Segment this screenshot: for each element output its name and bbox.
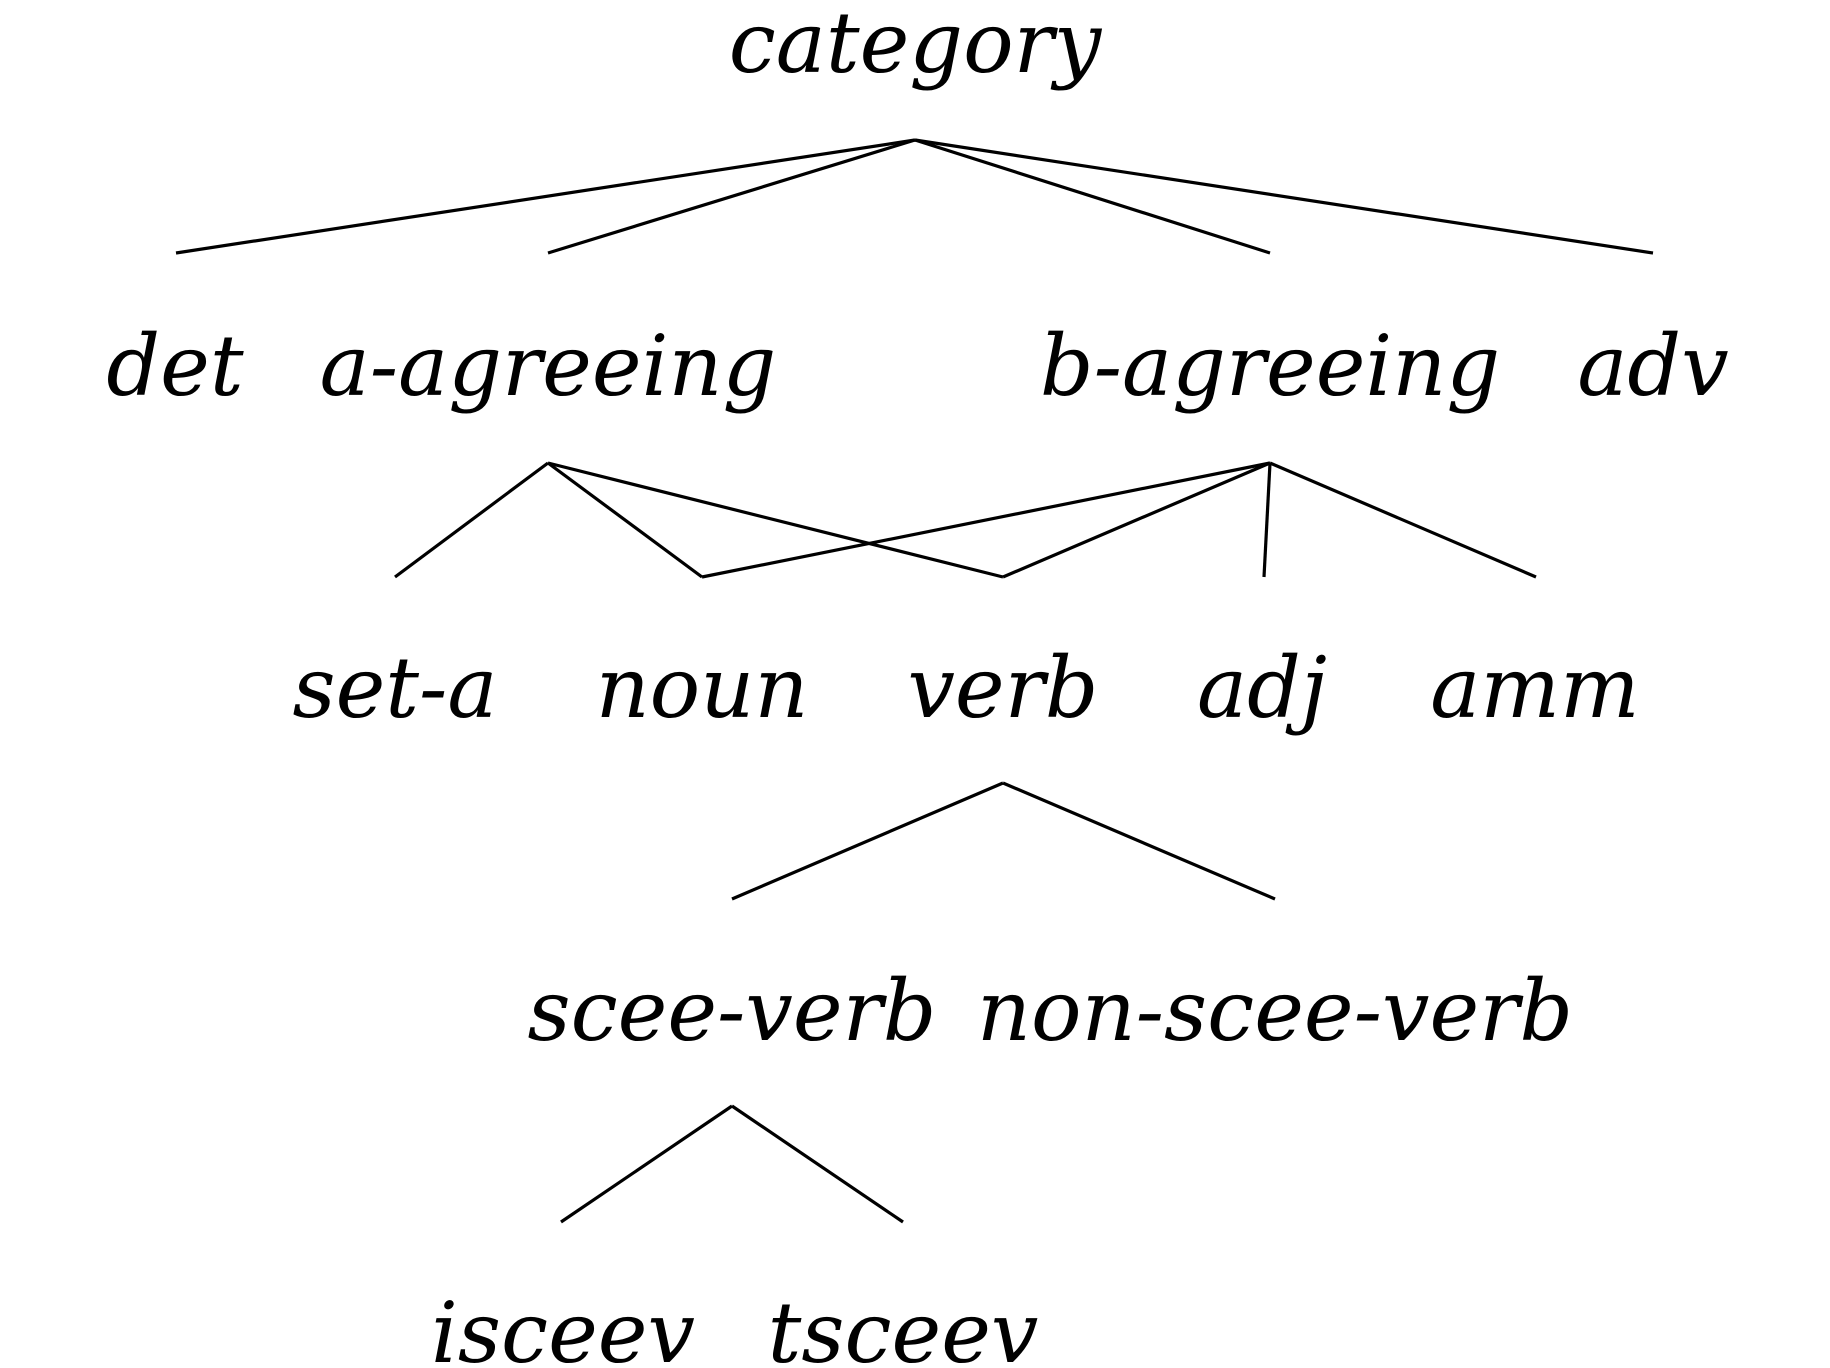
edge-b-agreeing-to-adj: [1262, 462, 1272, 578]
edge-a-agreeing-to-verb: [547, 461, 1004, 579]
node-amm: amm: [1430, 639, 1639, 737]
edge-a-agreeing-to-set-a: [394, 461, 549, 579]
node-a-agreeing: a-agreeing: [320, 317, 777, 415]
edge-scee-verb-to-tsceev: [731, 1104, 904, 1224]
edge-scee-verb-to-isceev: [560, 1104, 733, 1224]
edge-b-agreeing-to-noun: [701, 461, 1271, 579]
node-category: category: [729, 0, 1103, 92]
edge-category-to-a-agreeing: [547, 138, 916, 255]
edge-category-to-det: [175, 138, 916, 255]
node-verb: verb: [907, 639, 1098, 737]
node-set-a: set-a: [292, 639, 497, 737]
edge-verb-to-non-scee-verb: [1002, 781, 1276, 901]
node-adv: adv: [1577, 317, 1728, 415]
edge-category-to-b-agreeing: [914, 138, 1271, 255]
edge-b-agreeing-to-amm: [1269, 461, 1537, 579]
edge-category-to-adv: [914, 138, 1654, 255]
node-det: det: [106, 317, 243, 415]
node-scee-verb: scee-verb: [527, 962, 936, 1060]
node-b-agreeing: b-agreeing: [1040, 317, 1500, 415]
edge-verb-to-scee-verb: [731, 781, 1004, 901]
edge-a-agreeing-to-noun: [547, 461, 703, 579]
edge-b-agreeing-to-verb: [1002, 461, 1271, 579]
node-noun: noun: [596, 639, 809, 737]
hierarchy-edges: [175, 138, 1654, 1224]
node-adj: adj: [1197, 639, 1327, 737]
node-non-scee-verb: non-scee-verb: [977, 962, 1573, 1060]
node-tsceev: tsceev: [768, 1284, 1039, 1368]
node-isceev: isceev: [431, 1284, 695, 1368]
